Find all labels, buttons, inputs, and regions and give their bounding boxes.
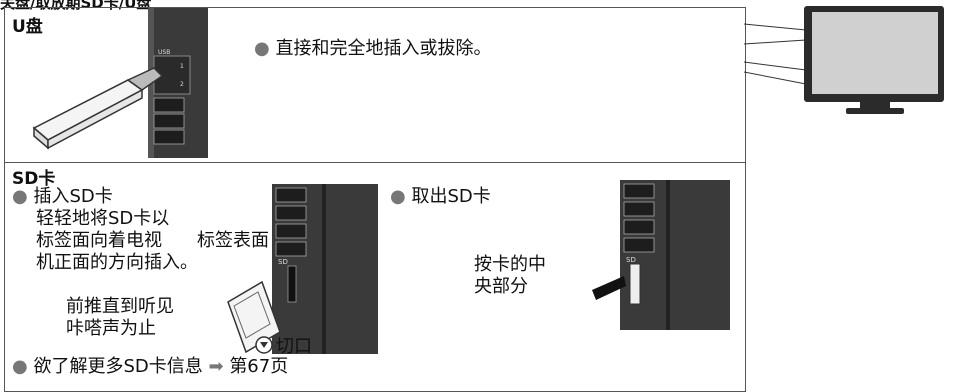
tv-icon [804,6,944,114]
more-info-page-ref[interactable]: 第67页 [229,356,289,377]
sd-insert-heading: ● 插入SD卡 [12,186,113,208]
sd-remove-illustration: SD [592,180,730,330]
usb-stick-icon [32,67,164,150]
usb-port-num-2: 2 [180,81,184,88]
sd-insert-desc-line: 轻轻地将SD卡以 [36,208,170,229]
usb-illustration: USB 1 2 [32,8,208,158]
sd-remove-heading-text: 取出SD卡 [411,186,491,207]
section-header: 关盘/取放期SD卡/U盘 [0,0,152,12]
push-arrow-icon [592,276,626,300]
usb-instruction-text: 直接和完全地插入或拔除。 [275,38,492,59]
sd-push-caption: 前推直到听见 咔嗒声为止 [66,296,174,340]
more-info: ● 欲了解更多SD卡信息 ➡ 第67页 [12,356,288,378]
connector-lines [744,23,807,85]
sd-insert-desc-line: 机正面的方向插入。 [36,252,198,273]
sd-card-icon [227,280,281,354]
sd-remove-push-caption: 按卡的中 央部分 [474,254,546,298]
sd-insert-desc: 轻轻地将SD卡以 标签面向着电视 机正面的方向插入。 [36,208,198,274]
sd-insert-desc-line: 标签面向着电视 [36,230,162,251]
sd-push-line: 前推直到听见 [66,296,174,317]
usb-port-num-1: 1 [180,63,184,70]
sd-card-inserted [629,263,641,305]
bullet-icon: ● [12,186,28,207]
sd-slot [287,265,297,303]
sd-insert-illustration: SD [227,184,378,354]
label-side-caption: 标签表面 [197,230,269,251]
sd-remove-push-line: 央部分 [474,276,528,297]
side-button-2 [153,113,185,129]
side-button-3 [153,129,185,145]
sd-push-line: 咔嗒声为止 [66,318,156,339]
sd-remove-push-line: 按卡的中 [474,254,546,275]
sd-slot-label: SD [278,258,288,266]
bullet-icon: ● [254,38,270,59]
more-info-text: 欲了解更多SD卡信息 [33,356,203,377]
sd-insert-heading-text: 插入SD卡 [33,186,113,207]
usb-port-label: USB [158,49,170,56]
sd-slot-label: SD [626,256,636,264]
arrow-right-icon: ➡ [208,356,224,377]
side-button-1 [153,97,185,113]
sd-title: SD卡 [12,169,56,189]
sd-remove-heading: ● 取出SD卡 [390,186,491,208]
bullet-icon: ● [12,356,28,377]
usb-instruction: ● 直接和完全地插入或拔除。 [254,38,491,60]
bullet-icon: ● [390,186,406,207]
usb-title: U盘 [12,17,43,37]
notch-caption: 切口 [276,336,312,357]
